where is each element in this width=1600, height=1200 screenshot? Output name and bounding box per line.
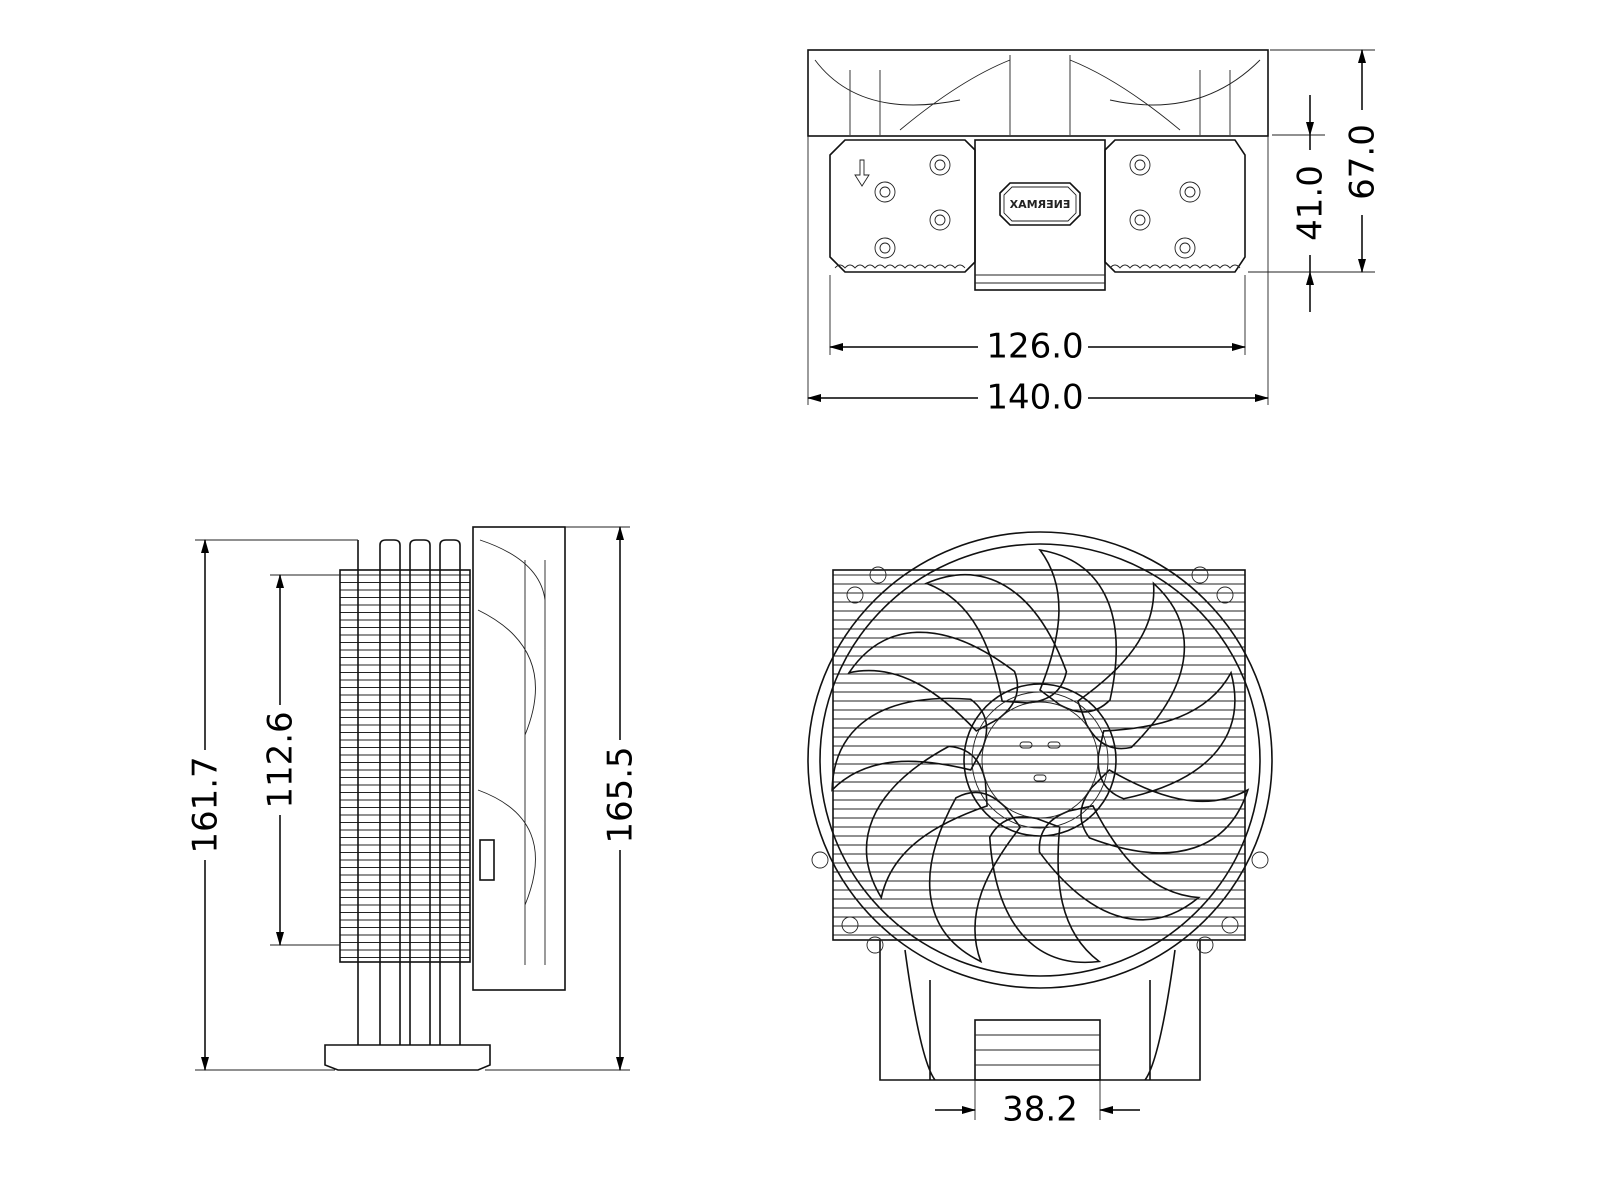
dim-label-140: 140.0 (986, 378, 1083, 418)
dim-label-126: 126.0 (986, 327, 1083, 367)
fan-blade (1038, 804, 1201, 921)
heatpipe-end (1129, 154, 1151, 176)
side-fins (339, 569, 471, 963)
dim-label-161: 161.7 (186, 756, 226, 853)
fan-blade (1097, 670, 1236, 800)
heatpipe-end-inner (1134, 214, 1146, 226)
fan-blade (1076, 581, 1186, 750)
fan-blade (928, 791, 1022, 964)
airflow-arrow-icon (854, 159, 870, 187)
mount-hole (1216, 586, 1234, 604)
heatpipe-end-inner (1179, 242, 1191, 254)
fan-frame-outer (807, 531, 1273, 989)
mount-hole (846, 586, 864, 604)
heatpipe-end-inner (879, 242, 891, 254)
fan-blade (924, 574, 1068, 704)
heatpipe-end-inner (1134, 159, 1146, 171)
fan-blade (1038, 548, 1117, 713)
front-heatpipes (879, 940, 1201, 1081)
fan-blade (847, 631, 1019, 732)
dim-label-67: 67.0 (1343, 124, 1383, 200)
mount-hole (1191, 566, 1209, 584)
dim-label-41: 41.0 (1291, 165, 1331, 241)
front-view: 38.2 (807, 531, 1273, 1130)
fan-hub (963, 683, 1117, 837)
front-fins (832, 569, 1246, 941)
heatpipe-end (874, 237, 896, 259)
side-heatpipes (357, 539, 461, 1045)
side-base (324, 1044, 491, 1071)
logo-plate (999, 182, 1081, 226)
mount-hole (866, 936, 884, 954)
heatpipe-end-inner (934, 214, 946, 226)
mount-hole (869, 566, 887, 584)
top-center-block (974, 139, 1106, 291)
top-fan-blades (814, 55, 1261, 135)
heatpipe-end-inner (879, 186, 891, 198)
fan-mount-holes (811, 566, 1269, 954)
mount-hole (1251, 851, 1269, 869)
heatpipe-ends (874, 154, 1201, 259)
fan-blade (831, 697, 988, 792)
side-view: 161.7 112.6 165.5 (186, 526, 641, 1071)
heatpipe-end (929, 154, 951, 176)
dim-label-112: 112.6 (261, 711, 301, 808)
side-fan-frame (472, 526, 566, 991)
fan-blade (988, 816, 1102, 964)
side-fan-blades (477, 539, 546, 965)
dim-label-38: 38.2 (1002, 1090, 1078, 1130)
heatpipe-end (929, 209, 951, 231)
mount-hole (841, 916, 859, 934)
heatpipe-end (874, 181, 896, 203)
heatpipe-end (1129, 209, 1151, 231)
brand-logo: ENERMAX (1009, 198, 1070, 211)
mount-hole (1196, 936, 1214, 954)
mount-hole (811, 851, 829, 869)
fin-stack-outline (832, 569, 1246, 941)
heatpipe-end-inner (1184, 186, 1196, 198)
top-fan-frame (807, 49, 1269, 137)
dim-label-165: 165.5 (601, 746, 641, 843)
top-view: ENERMAX 126.0 140.0 67.0 41.0 (807, 49, 1383, 418)
fin-stack-outline (339, 569, 471, 963)
top-left-block (829, 139, 976, 273)
heatpipe-end (1179, 181, 1201, 203)
fan-frame-inner (819, 543, 1261, 977)
mount-hole (1221, 916, 1239, 934)
fan-blades (831, 548, 1250, 964)
heatpipe-end (1174, 237, 1196, 259)
heatpipe-end-inner (934, 159, 946, 171)
fan-blade (865, 745, 988, 900)
fan-blade (1080, 768, 1250, 854)
top-right-block (1104, 139, 1246, 273)
